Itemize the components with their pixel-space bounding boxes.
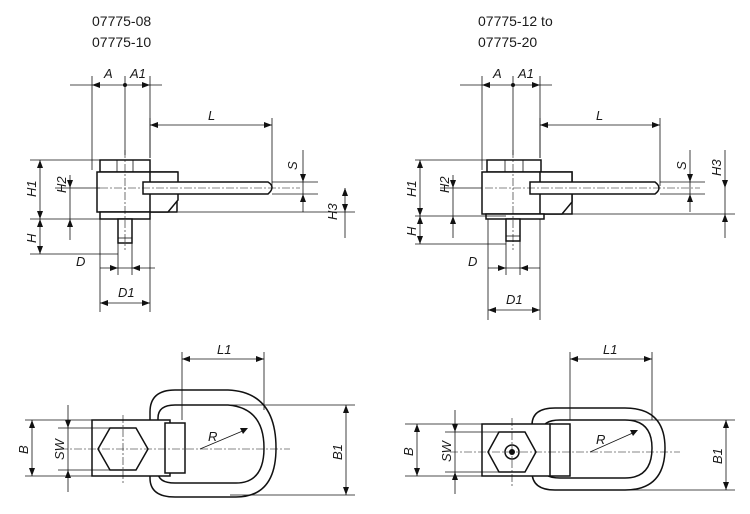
dim-B-right: B: [401, 447, 416, 456]
dim-L1-left: L1: [217, 342, 231, 357]
dim-B1-right: B1: [710, 448, 725, 464]
title-left-line2: 07775-10: [92, 34, 151, 50]
title-left-line1: 07775-08: [92, 13, 151, 29]
dim-A-left: A: [103, 66, 113, 81]
dim-B-left: B: [16, 445, 31, 454]
dim-L-right: L: [596, 108, 603, 123]
side-view-left: A A1 L S H3 H1 H2: [24, 66, 355, 312]
dim-D1-left: D1: [118, 285, 135, 300]
dim-D1-right: D1: [506, 292, 523, 307]
title-right-line1: 07775-12 to: [478, 13, 553, 29]
dim-S-left: S: [285, 161, 300, 170]
dim-SW-right: SW: [439, 439, 454, 462]
dim-H2-right: H2: [437, 176, 452, 193]
dim-H1-right: H1: [404, 180, 419, 197]
title-right-line2: 07775-20: [478, 34, 537, 50]
dim-B1-left: B1: [330, 444, 345, 460]
dim-H2-left: H2: [54, 176, 69, 193]
dim-R-left: R: [208, 429, 217, 444]
dim-H1-left: H1: [24, 180, 39, 197]
dim-S-right: S: [674, 161, 689, 170]
dim-A-right: A: [492, 66, 502, 81]
dim-H-left: H: [24, 233, 39, 243]
dim-A1-right: A1: [517, 66, 534, 81]
dim-L-left: L: [208, 108, 215, 123]
dim-H-right: H: [404, 226, 419, 236]
plan-view-left: L1 R B1 B SW: [16, 342, 355, 498]
dim-R-right: R: [596, 432, 605, 447]
dim-H3-right: H3: [709, 159, 724, 176]
dim-A1-left: A1: [129, 66, 146, 81]
dim-D-right: D: [468, 254, 477, 269]
dim-H3-left: H3: [325, 203, 340, 220]
dim-D-left: D: [76, 254, 85, 269]
plan-view-right: L1 R B1 B SW: [401, 342, 735, 494]
dim-L1-right: L1: [603, 342, 617, 357]
dim-SW-left: SW: [52, 437, 67, 460]
side-view-right: A A1 L S H3 H1 H2 H: [404, 66, 735, 320]
